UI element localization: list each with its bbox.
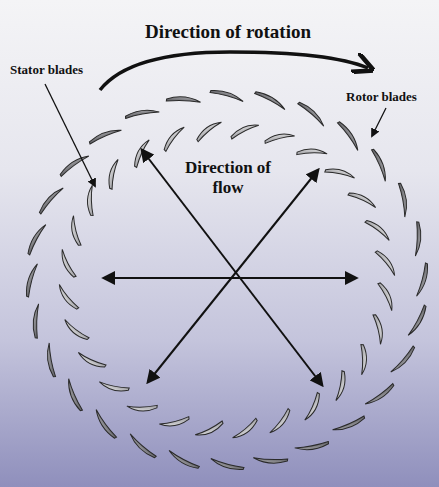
turbine-blade <box>363 384 396 407</box>
flow-arrow <box>148 170 318 382</box>
turbine-blade <box>348 189 377 212</box>
turbine-blade <box>413 263 432 297</box>
turbine-blade <box>398 183 407 217</box>
turbine-blade <box>58 154 91 177</box>
turbine-blade <box>194 120 224 142</box>
turbine-blade <box>338 119 361 152</box>
turbine-blade <box>63 316 89 343</box>
turbine-blade <box>331 416 366 432</box>
turbine-blade <box>332 371 349 402</box>
turbine-blade <box>125 109 159 118</box>
turbine-blade <box>230 418 260 440</box>
turbine-blade <box>264 133 295 144</box>
turbine-blade <box>294 442 328 451</box>
turbine-blade <box>31 304 43 339</box>
turbine-blade <box>94 408 117 441</box>
turbine-blade <box>372 148 388 183</box>
turbine-blade <box>210 455 244 474</box>
turbine-blade <box>70 215 81 246</box>
turbine-blade <box>411 222 423 257</box>
turbine-blade <box>166 94 201 106</box>
turbine-blade <box>253 454 288 466</box>
turbine-blade <box>161 125 188 151</box>
turbine-blade <box>47 343 56 377</box>
leader-line <box>372 108 386 136</box>
turbine-blade <box>66 378 82 413</box>
turbine-blade <box>194 421 225 438</box>
turbine-blade <box>159 417 190 428</box>
turbine-blade <box>298 99 326 129</box>
turbine-blade <box>325 165 356 182</box>
turbine-blade <box>22 263 41 297</box>
turbine-blade <box>128 431 156 461</box>
turbine-blade <box>105 158 122 189</box>
turbine-blade <box>301 393 324 422</box>
flow-arrow <box>142 150 322 385</box>
turbine-blade <box>255 88 287 113</box>
rotation-label: Direction of rotation <box>145 21 311 43</box>
turbine-blade <box>88 128 123 144</box>
turbine-blade <box>267 409 294 435</box>
turbine-blade <box>297 147 328 158</box>
turbine-blade <box>357 344 368 375</box>
turbine-blade <box>24 223 49 255</box>
turbine-blade <box>168 447 200 472</box>
part-label: Stator blades <box>10 63 83 78</box>
rotation-arrow <box>100 52 368 90</box>
leader-line <box>45 84 95 186</box>
turbine-blade <box>77 349 106 372</box>
turbine-blade <box>373 314 384 345</box>
turbine-blade <box>375 248 397 278</box>
turbine-blade <box>98 378 129 395</box>
turbine-blade <box>229 122 260 139</box>
turbine-blade <box>57 282 79 312</box>
turbine-blade <box>388 346 418 374</box>
turbine-blade <box>365 217 391 244</box>
turbine-blade <box>210 86 244 105</box>
turbine-blade <box>59 248 76 279</box>
turbine-blade <box>86 185 97 216</box>
turbine-blade <box>36 186 66 214</box>
flow-label: Direction of flow <box>182 158 274 197</box>
turbine-blade <box>130 138 153 167</box>
part-label: Rotor blades <box>346 90 417 105</box>
blade-ring <box>22 86 432 474</box>
turbine-blade <box>405 305 430 337</box>
turbine-blade <box>127 402 158 413</box>
turbine-blade <box>378 281 395 312</box>
